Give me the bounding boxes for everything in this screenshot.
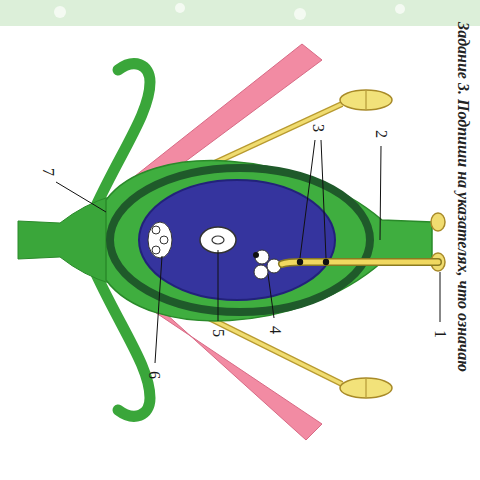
callout-number: 6 bbox=[145, 369, 163, 381]
nucleus bbox=[253, 252, 259, 258]
pattern-flower bbox=[294, 8, 306, 20]
pollen-tube bbox=[282, 262, 438, 264]
sperm-cell bbox=[323, 259, 329, 265]
ovary bbox=[106, 161, 432, 321]
ovary-wall bbox=[110, 168, 370, 312]
leader-line bbox=[440, 272, 441, 322]
central-cell bbox=[200, 227, 236, 253]
callout-number: 1 bbox=[431, 328, 449, 340]
receptacle bbox=[18, 196, 112, 284]
central-nucleus bbox=[212, 236, 224, 244]
anther bbox=[340, 90, 392, 110]
leader-line bbox=[56, 182, 106, 212]
callout-number: 5 bbox=[209, 327, 227, 339]
leader-line bbox=[380, 146, 381, 240]
antipodal-cell bbox=[152, 226, 160, 234]
pattern-flower bbox=[175, 3, 185, 13]
leader-line bbox=[218, 250, 219, 321]
sperm-cell bbox=[297, 259, 303, 265]
leader-line bbox=[155, 256, 162, 363]
pollen-tube bbox=[282, 262, 438, 264]
anther bbox=[366, 379, 367, 397]
synergid bbox=[254, 265, 268, 279]
callout-number: 3 bbox=[309, 122, 327, 134]
antipodal-cell bbox=[160, 236, 168, 244]
leader-line bbox=[300, 140, 315, 258]
pattern-flower bbox=[54, 6, 66, 18]
antipodal-cell bbox=[152, 246, 160, 254]
leader-line bbox=[268, 274, 274, 318]
antipodal-cells bbox=[148, 222, 172, 258]
callout-number: 4 bbox=[266, 324, 284, 336]
ovule bbox=[139, 180, 335, 300]
pattern-flower bbox=[395, 4, 405, 14]
anther bbox=[366, 91, 367, 109]
anther bbox=[340, 378, 392, 398]
stigma bbox=[431, 213, 445, 231]
callout-number: 2 bbox=[372, 128, 390, 140]
leader-line bbox=[321, 140, 326, 258]
task-heading: Задание 3. Подпиши на указателях, что оз… bbox=[454, 22, 472, 372]
callout-number: 7 bbox=[39, 166, 57, 178]
page-border-pattern bbox=[0, 0, 480, 26]
